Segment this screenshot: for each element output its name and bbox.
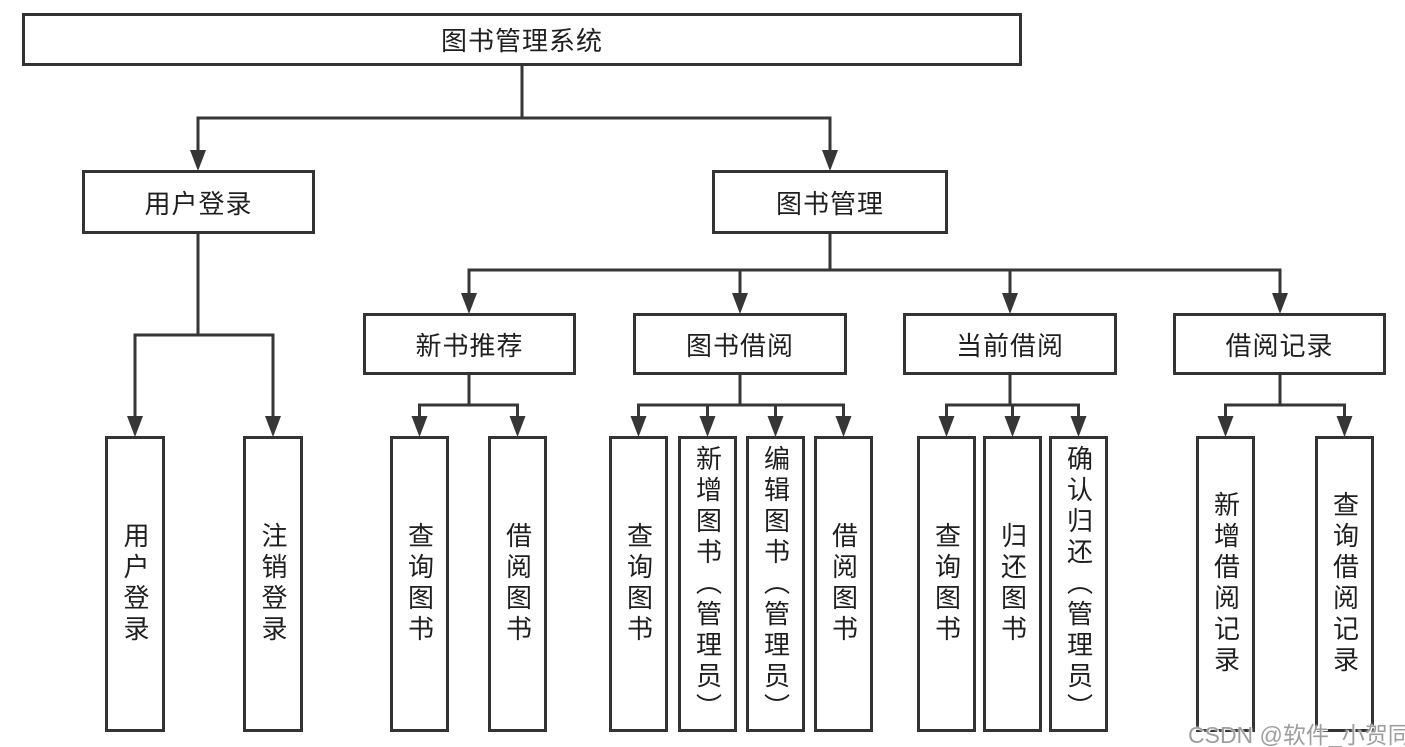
leaf-cb-return-books: 归还图书 — [983, 436, 1042, 732]
leaf-user-login: 用户登录 — [105, 436, 165, 732]
node-new-book-recommend: 新书推荐 — [363, 313, 576, 375]
node-book-management: 图书管理 — [712, 170, 948, 234]
node-current-borrowing: 当前借阅 — [903, 313, 1117, 375]
node-label: 注销登录 — [258, 522, 288, 646]
leaf-logout: 注销登录 — [243, 436, 303, 732]
node-label: 查询图书 — [931, 522, 962, 646]
leaf-nb-borrow-books: 借阅图书 — [488, 436, 547, 732]
node-label: 确认归还（管理员） — [1063, 444, 1094, 724]
leaf-nb-query-books: 查询图书 — [390, 436, 449, 732]
node-borrowing-records: 借阅记录 — [1173, 313, 1386, 375]
node-label: 新增图书（管理员） — [692, 444, 723, 724]
node-label: 查询借阅记录 — [1329, 491, 1360, 677]
node-label: 图书借阅 — [685, 330, 794, 361]
node-label: 图书管理系统 — [440, 26, 603, 56]
node-label: 查询图书 — [404, 522, 435, 646]
watermark: CSDN @软件_小贺同学 — [1188, 722, 1405, 747]
node-user-login: 用户登录 — [82, 170, 315, 234]
node-label: 编辑图书（管理员） — [760, 444, 791, 724]
node-label: 借阅图书 — [828, 522, 859, 646]
leaf-cb-query-books: 查询图书 — [917, 436, 976, 732]
leaf-bb-query-books: 查询图书 — [609, 436, 668, 732]
node-label: 新增借阅记录 — [1210, 491, 1241, 677]
node-label: 当前借阅 — [955, 330, 1064, 361]
leaf-bb-edit-books-admin: 编辑图书（管理员） — [746, 436, 805, 732]
node-label: 图书管理 — [775, 188, 884, 219]
node-label: 借阅记录 — [1225, 330, 1334, 361]
node-library-management-system: 图书管理系统 — [22, 13, 1022, 66]
node-label: 归还图书 — [997, 522, 1028, 646]
leaf-bb-add-books-admin: 新增图书（管理员） — [678, 436, 737, 732]
node-label: 用户登录 — [144, 188, 253, 219]
node-label: 借阅图书 — [502, 522, 533, 646]
leaf-br-query-record: 查询借阅记录 — [1315, 436, 1374, 732]
leaf-br-add-record: 新增借阅记录 — [1196, 436, 1255, 732]
node-label: 查询图书 — [623, 522, 654, 646]
node-label: 用户登录 — [120, 522, 150, 646]
leaf-bb-borrow-books: 借阅图书 — [814, 436, 873, 732]
node-label: 新书推荐 — [415, 330, 524, 361]
node-book-borrowing: 图书借阅 — [633, 313, 847, 375]
arrowheads — [127, 150, 1353, 437]
leaf-cb-confirm-return-admin: 确认归还（管理员） — [1049, 436, 1108, 732]
